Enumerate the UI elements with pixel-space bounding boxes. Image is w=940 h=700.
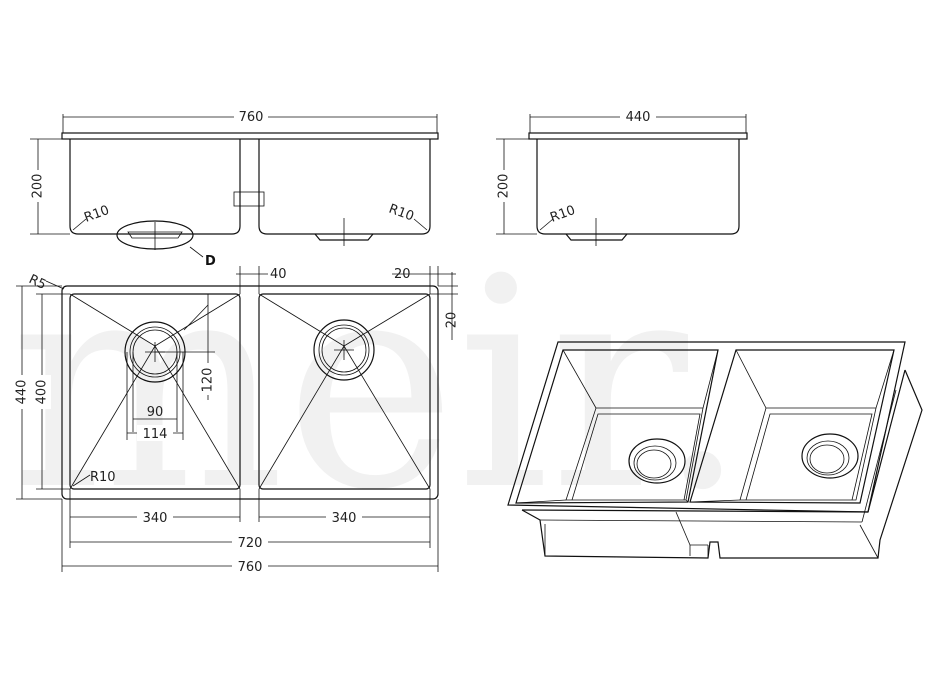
divider-width-label: 40: [270, 267, 287, 282]
bowl-depth-label: 400: [35, 380, 50, 405]
watermark-text: meir.: [10, 217, 748, 554]
plan-corner-radius: R5: [26, 272, 48, 293]
edge-top-dimension: 20: [430, 272, 460, 340]
waste-diameter-dimensions: 90 114: [126, 352, 184, 442]
waste-inner-label: 90: [147, 405, 164, 420]
bowl-width-left-label: 340: [143, 511, 168, 526]
front-view: 760 D R10 R10 200: [29, 108, 439, 269]
bowl-width-dimensions: 340 340: [69, 489, 431, 548]
edge-side-label: 20: [394, 267, 411, 282]
front-width-dimension: 760: [62, 108, 438, 133]
waste-offset-label: 120: [201, 368, 216, 393]
plan-overall-width-dimension: 760: [61, 499, 439, 575]
bowl-width-right-label: 340: [332, 511, 357, 526]
waste-offset-dimension: 120: [155, 293, 217, 400]
edge-side-dimension: 20: [392, 266, 456, 294]
plan-overall-width-label: 760: [238, 560, 263, 575]
inner-width-dimension: 720: [69, 522, 430, 551]
overall-depth-label: 440: [15, 380, 30, 405]
overall-depth-dimension: 440: [13, 285, 62, 500]
front-height-label: 200: [31, 174, 46, 199]
front-height-dimension: 200: [29, 138, 70, 235]
waste-outer-label: 114: [143, 427, 168, 442]
plan-bowl-radius: R10: [90, 470, 116, 485]
side-width-dimension: 440: [529, 108, 747, 133]
plan-view: R5 40 20 20 440: [13, 266, 460, 575]
bowl-depth-dimension: 400: [33, 293, 70, 490]
isometric-view: [507, 341, 923, 559]
side-view: 440 R10 200: [495, 108, 748, 246]
side-height-label: 200: [497, 174, 512, 199]
edge-top-label: 20: [445, 312, 460, 329]
side-height-dimension: 200: [495, 138, 537, 235]
inner-width-label: 720: [238, 536, 263, 551]
side-width-label: 440: [626, 110, 651, 125]
front-width-label: 760: [239, 110, 264, 125]
divider-dimension: 40: [236, 266, 287, 294]
front-drain-callout: D: [205, 254, 216, 269]
